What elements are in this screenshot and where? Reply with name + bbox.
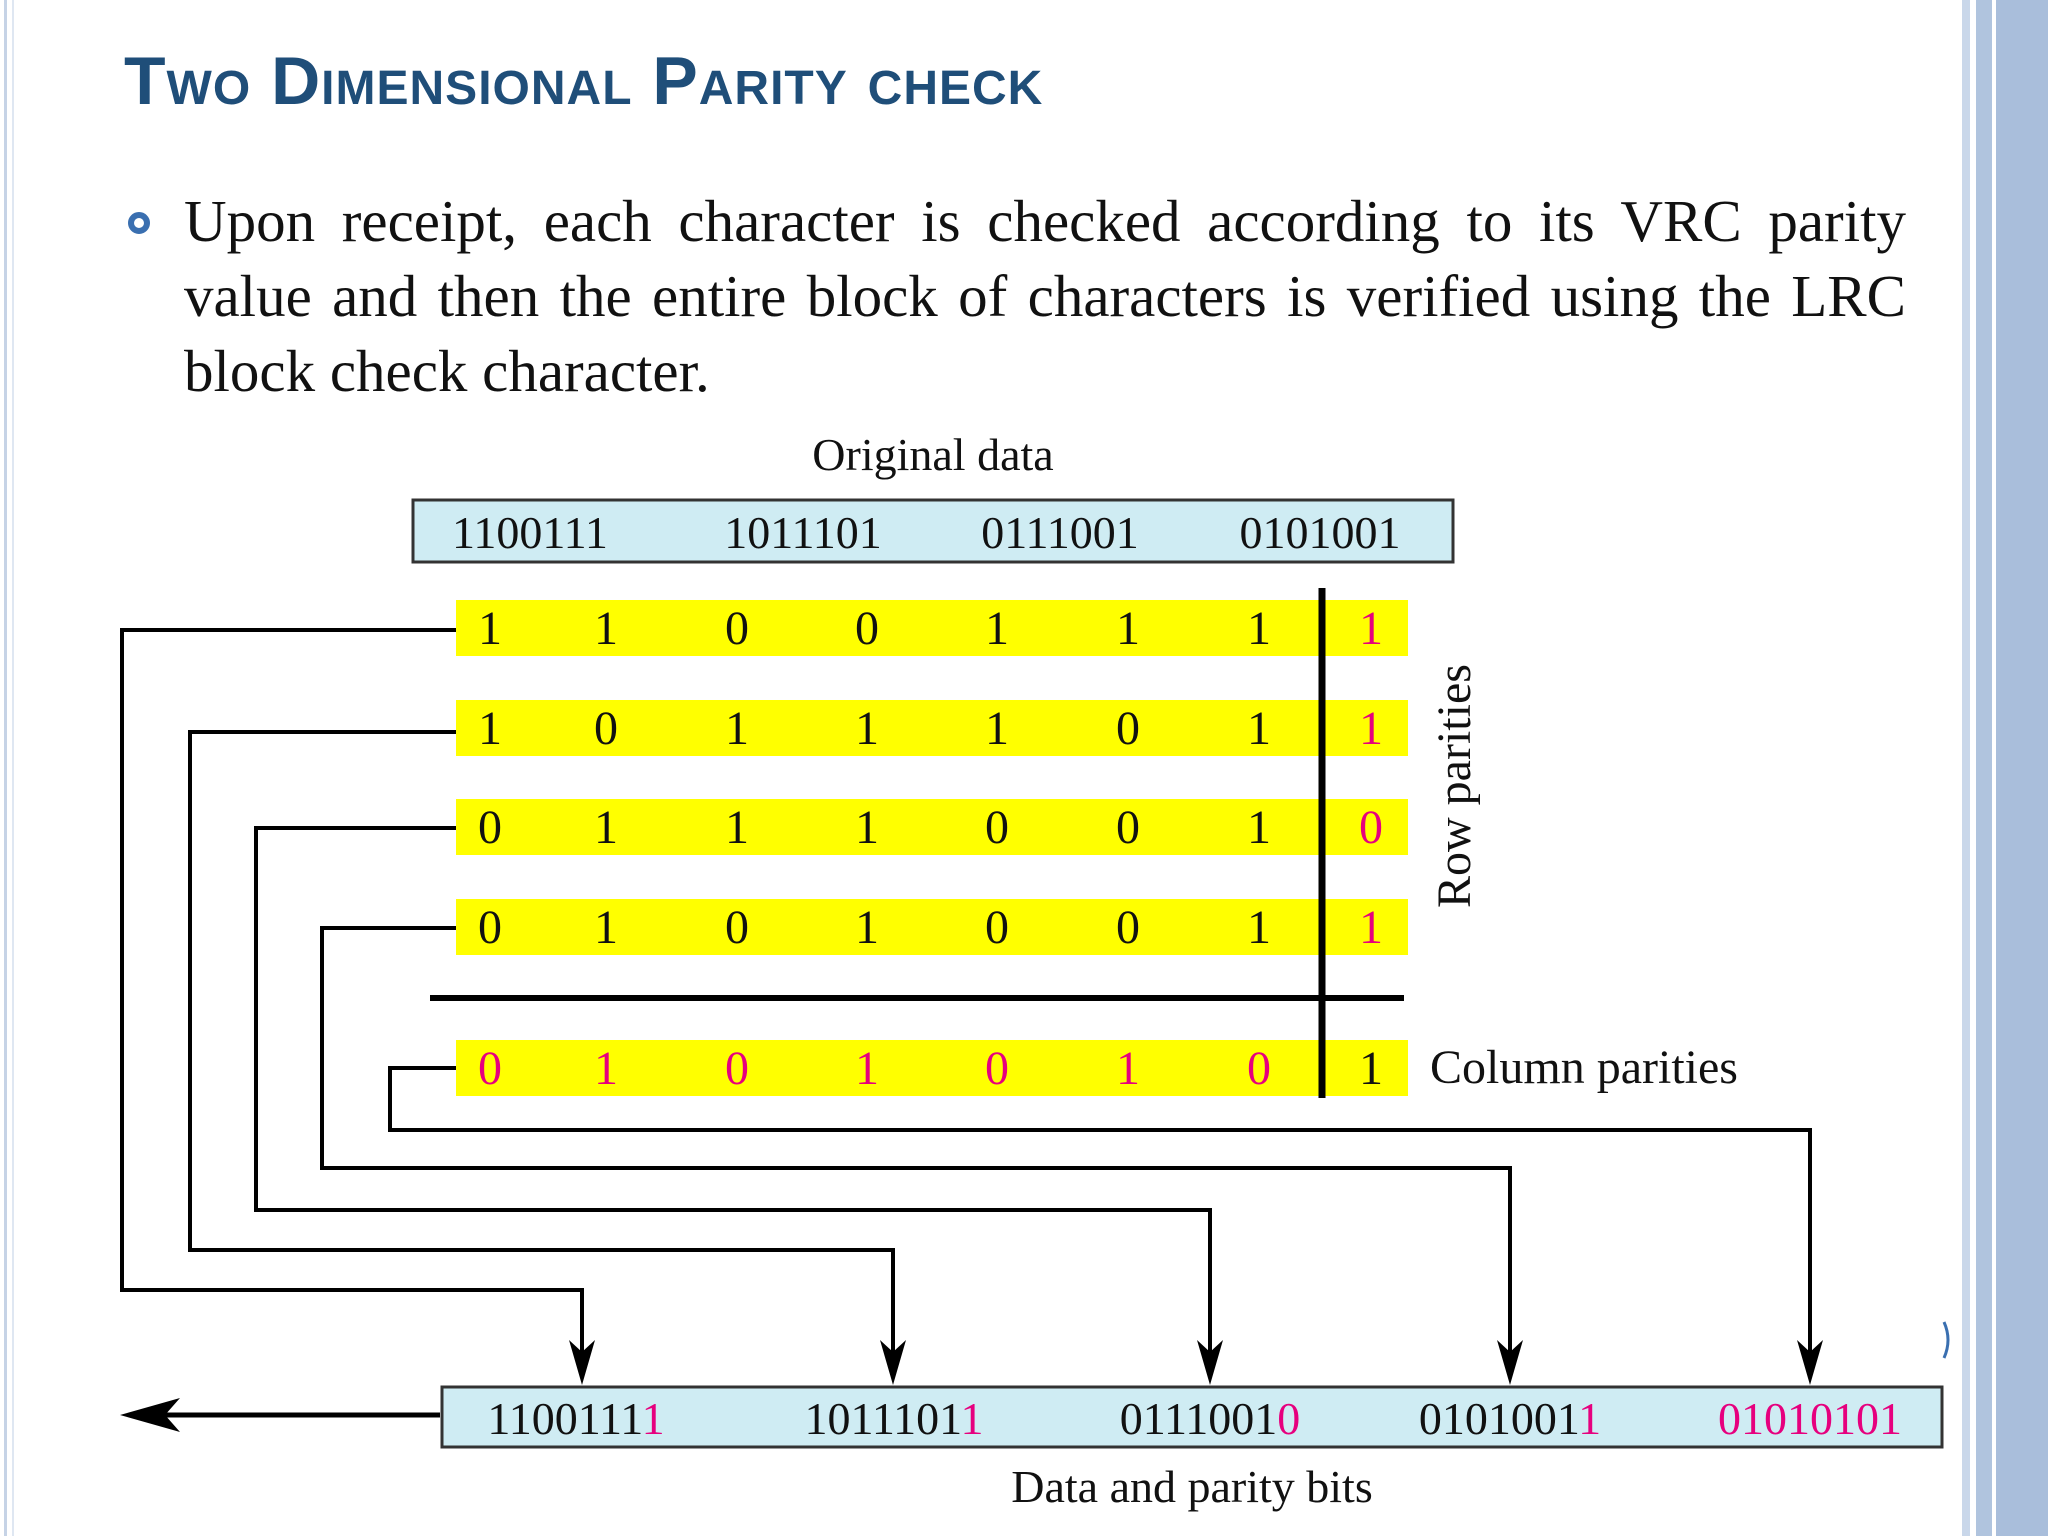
bullet-circle-icon [128, 212, 150, 234]
column-parity-bit: 0 [1247, 1042, 1271, 1095]
original-data-values: 1100111 1011101 0111001 0101001 [452, 507, 1400, 558]
column-parity-bit: 1 [855, 1042, 879, 1095]
output-value-1: 11001111 [487, 1393, 664, 1444]
grid-bit: 0 [1116, 901, 1140, 954]
grid-bit: 1 [725, 801, 749, 854]
row-parities-label: Row parities [1428, 664, 1481, 908]
row-parity-bit: 1 [1359, 702, 1383, 755]
grid-bit: 0 [478, 901, 502, 954]
column-parity-bit: 0 [725, 1042, 749, 1095]
output-data-box [440, 1385, 1944, 1449]
grid-bit: 1 [985, 702, 1009, 755]
column-parity-bit: 0 [985, 1042, 1009, 1095]
connector-line-3 [254, 826, 1212, 1378]
grid-bit: 0 [1116, 702, 1140, 755]
grid-bit: 1 [1247, 702, 1271, 755]
grid-bit: 1 [855, 702, 879, 755]
grid-bit: 1 [478, 602, 502, 655]
grid-bit: 0 [985, 901, 1009, 954]
column-parity-bit: 1 [1116, 1042, 1140, 1095]
left-border-line [4, 0, 7, 1536]
original-data-value-4: 0101001 [1240, 507, 1401, 558]
grid-bit: 1 [855, 901, 879, 954]
down-arrow-icon [569, 1340, 595, 1385]
connector-line-1 [120, 628, 584, 1378]
output-values: 11001111 10111011 01110010 01010011 01010101 [487, 1393, 1902, 1444]
column-parity-highlight [456, 1040, 1408, 1096]
grid-row-highlight [456, 700, 1408, 756]
column-parities-label: Column parities [1430, 1041, 1738, 1094]
output-value-5: 01010101 [1718, 1393, 1902, 1444]
connector-lines [120, 628, 1823, 1385]
parity-grid: 1 1 0 0 1 1 1 1 1 0 1 1 1 0 1 1 0 1 1 1 0 0 1 0 0 1 0 1 0 0 1 1 0 1 0 1 0 1 0 1 [456, 600, 1408, 1096]
grid-bit: 0 [1116, 801, 1140, 854]
grid-bit: 0 [478, 801, 502, 854]
grid-bit: 0 [985, 801, 1009, 854]
column-parity-bit: 0 [478, 1042, 502, 1095]
row-parity-bit: 1 [1359, 901, 1383, 954]
grid-bit: 1 [1116, 602, 1140, 655]
output-value-2: 10111011 [805, 1393, 984, 1444]
row-parity-bit: 0 [1359, 801, 1383, 854]
original-data-box [411, 498, 1455, 564]
original-data-label: Original data [812, 429, 1053, 480]
overall-parity-bit: 1 [1359, 1042, 1383, 1095]
grid-bit: 0 [855, 602, 879, 655]
grid-bit: 1 [594, 801, 618, 854]
original-data-value-1: 1100111 [452, 507, 608, 558]
grid-bit: 1 [478, 702, 502, 755]
grid-bit: 0 [594, 702, 618, 755]
connector-line-4 [320, 926, 1512, 1378]
grid-row-highlight [456, 799, 1408, 855]
column-parity-bit: 1 [594, 1042, 618, 1095]
row-parity-bit: 1 [1359, 602, 1383, 655]
down-arrow-icon [1197, 1340, 1223, 1385]
output-value-4: 01010011 [1419, 1393, 1601, 1444]
grid-row-highlight [456, 600, 1408, 656]
connector-line-2 [188, 730, 895, 1378]
original-data-value-2: 1011101 [724, 507, 882, 558]
right-decorative-band [1962, 0, 2048, 1536]
grid-bit: 1 [594, 602, 618, 655]
grid-bit: 1 [1247, 801, 1271, 854]
grid-bit: 0 [725, 602, 749, 655]
grid-bit: 1 [985, 602, 1009, 655]
original-data-value-3: 0111001 [981, 507, 1139, 558]
bullet-text: Upon receipt, each character is checked … [184, 188, 1906, 404]
grid-bit: 1 [1247, 901, 1271, 954]
grid-bit: 1 [1247, 602, 1271, 655]
down-arrow-icon [1797, 1340, 1823, 1385]
grid-bit: 0 [725, 901, 749, 954]
grid-bit: 1 [855, 801, 879, 854]
output-value-3: 01110010 [1120, 1393, 1301, 1444]
output-arrow-icon [120, 1398, 180, 1432]
grid-bit: 1 [594, 901, 618, 954]
grid-bit: 1 [725, 702, 749, 755]
connector-line-5 [388, 1066, 1812, 1378]
down-arrow-icon [1497, 1340, 1523, 1385]
left-border-line-thin [12, 0, 14, 1536]
grid-row-highlight [456, 899, 1408, 955]
down-arrow-icon [880, 1340, 906, 1385]
output-label: Data and parity bits [1011, 1461, 1373, 1512]
edge-mark-icon [1942, 1321, 1950, 1359]
slide-title: Two Dimensional Parity check [124, 43, 1044, 119]
